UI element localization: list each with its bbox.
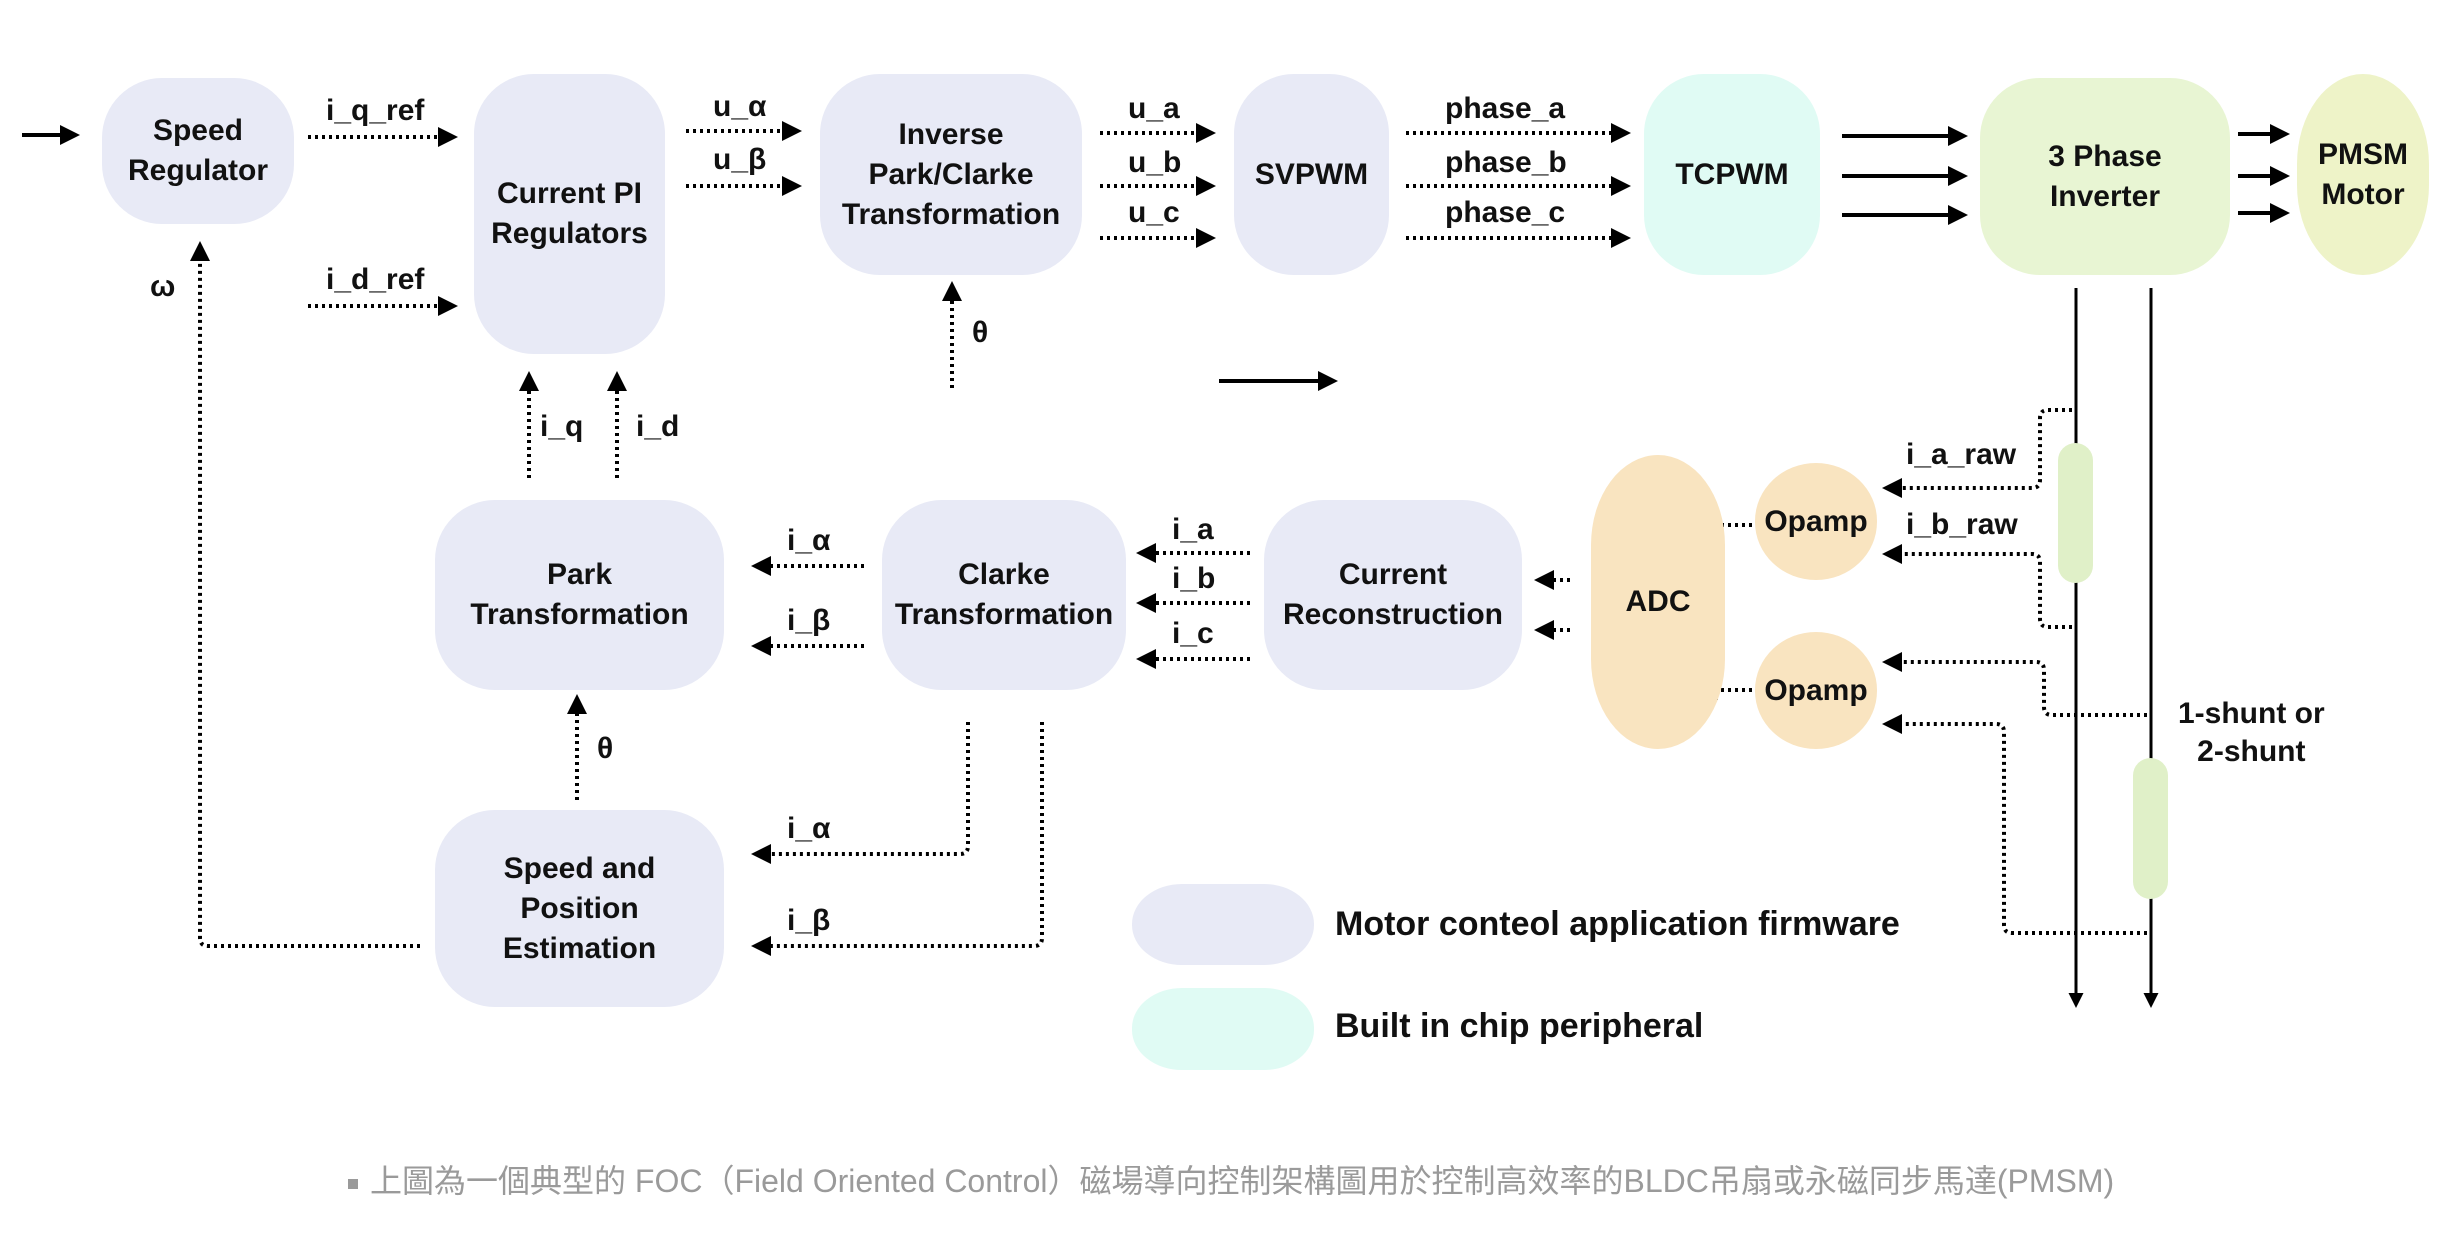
signal-label-theta-bottom: θ — [597, 732, 614, 765]
speed-regulator-block: Speed Regulator — [102, 78, 294, 224]
signal-label-phase-b: phase_b — [1445, 146, 1567, 179]
ib-raw-arrow — [1882, 544, 2072, 629]
opamp-block-2: Opamp — [1755, 632, 1877, 749]
signal-label-est-i-beta: i_β — [787, 904, 831, 937]
signal-label-i-a: i_a — [1172, 513, 1214, 546]
figure-caption: 上圖為一個典型的 FOC（Field Oriented Control）磁場導向… — [348, 1156, 2114, 1202]
signal-label-u-beta: u_β — [713, 143, 767, 176]
signal-label-i-a-raw: i_a_raw — [1906, 438, 2017, 471]
shunt-sense-1 — [1882, 652, 2147, 717]
shunt-resistor-2 — [2133, 758, 2168, 899]
signal-label-u-alpha: u_α — [713, 90, 767, 123]
shunt-note: 1-shunt or 2-shunt — [2178, 697, 2325, 768]
signal-label-omega: ω — [150, 270, 176, 303]
caption-text: 上圖為一個典型的 FOC（Field Oriented Control）磁場導向… — [370, 1163, 2115, 1199]
shunt-sense-2 — [1882, 714, 2147, 935]
signal-label-i-d: i_d — [636, 410, 680, 443]
signal-label-phase-a: phase_a — [1445, 92, 1566, 125]
tcpwm-block: TCPWM — [1644, 74, 1820, 275]
legend-label-firmware: Motor conteol application firmware — [1335, 905, 1900, 943]
current-pi-regulators-block: Current PI Regulators — [474, 74, 665, 354]
signal-label-park-i-alpha: i_α — [787, 524, 831, 557]
svpwm-block: SVPWM — [1234, 74, 1389, 275]
signal-label-u-c: u_c — [1128, 196, 1180, 229]
signal-label-u-b: u_b — [1128, 146, 1182, 179]
signal-label-phase-c: phase_c — [1445, 196, 1566, 229]
signal-label-est-i-alpha: i_α — [787, 812, 831, 845]
current-reconstruction-block: Current Reconstruction — [1264, 500, 1522, 690]
legend-swatch-chip-peripheral — [1132, 988, 1314, 1070]
signal-label-theta-top: θ — [972, 316, 989, 349]
signal-label-i-q-ref: i_q_ref — [326, 94, 425, 127]
signal-label-i-b: i_b — [1172, 562, 1216, 595]
legend-label-chip-peripheral: Built in chip peripheral — [1335, 1007, 1704, 1045]
signal-label-u-a: u_a — [1128, 92, 1180, 125]
legend-swatch-firmware — [1132, 884, 1314, 965]
clarke-transformation-block: Clarke Transformation — [882, 500, 1126, 690]
omega-feedback — [190, 241, 420, 948]
signal-label-i-c: i_c — [1172, 617, 1214, 650]
park-transformation-block: Park Transformation — [435, 500, 724, 690]
signal-label-i-q: i_q — [540, 410, 584, 443]
speed-position-estimation-block: Speed and Position Estimation — [435, 810, 724, 1007]
adc-block: ADC — [1591, 455, 1725, 749]
opamp-block-1: Opamp — [1755, 463, 1877, 580]
signal-label-park-i-beta: i_β — [787, 604, 831, 637]
three-phase-inverter-block: 3 Phase Inverter — [1980, 78, 2230, 275]
bullet-icon — [348, 1178, 358, 1189]
inverse-park-clarke-block: Inverse Park/Clarke Transformation — [820, 74, 1082, 275]
shunt-resistor-1 — [2058, 443, 2093, 583]
pmsm-motor-block: PMSM Motor — [2297, 74, 2429, 275]
signal-label-i-d-ref: i_d_ref — [326, 263, 425, 296]
signal-label-i-b-raw: i_b_raw — [1906, 508, 2018, 541]
